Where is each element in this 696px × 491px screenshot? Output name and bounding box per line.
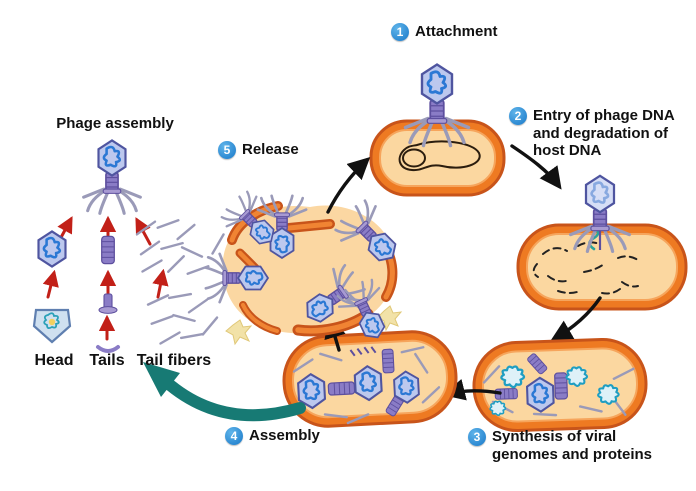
step-4-text: Assembly bbox=[249, 427, 320, 444]
cycle-arrow-1-2 bbox=[510, 144, 562, 190]
tail-fiber-bundle-upper bbox=[135, 219, 225, 275]
step-3-badge: 3 bbox=[468, 428, 486, 446]
step-label-entry: 2 Entry of phage DNA and degradation of … bbox=[509, 107, 685, 160]
step-2-text: Entry of phage DNA and degradation of ho… bbox=[533, 107, 675, 160]
complete-phage bbox=[84, 140, 141, 213]
lysis-splats bbox=[225, 305, 403, 346]
step-label-assembly: 4 Assembly bbox=[225, 427, 320, 445]
degraded-host-dna bbox=[532, 241, 639, 295]
phage-assembly-title: Phage assembly bbox=[56, 115, 174, 132]
tail-component bbox=[101, 235, 115, 265]
cycle-arrow-5-1 bbox=[326, 156, 371, 214]
step-1-text: Attachment bbox=[415, 23, 498, 40]
part-label-tails: Tails bbox=[89, 352, 125, 369]
phage-assembly-panel-art bbox=[32, 140, 225, 353]
host-cell-entry bbox=[516, 223, 688, 311]
head-component bbox=[37, 230, 67, 268]
head-precursor bbox=[32, 308, 72, 344]
step-5-text: Release bbox=[242, 141, 299, 158]
step-1-badge: 1 bbox=[391, 23, 409, 41]
part-label-head: Head bbox=[34, 352, 74, 369]
step-label-synthesis: 3 Synthesis of viral genomes and protein… bbox=[468, 428, 660, 463]
step-label-release: 5 Release bbox=[218, 141, 299, 159]
assembling-phages bbox=[292, 346, 441, 425]
step-2-badge: 2 bbox=[509, 107, 527, 125]
step-4-badge: 4 bbox=[225, 427, 243, 445]
host-cell-synthesis bbox=[472, 337, 648, 433]
cycle-arrow-2-3 bbox=[550, 296, 602, 342]
assembly-feed-arrow bbox=[143, 362, 306, 422]
tail-fiber-bundle-lower bbox=[146, 292, 219, 345]
tail-precursor bbox=[96, 293, 120, 353]
host-cell-assembly bbox=[282, 330, 458, 428]
part-label-tail-fibers: Tail fibers bbox=[136, 352, 212, 369]
step-label-attachment: 1 Attachment bbox=[391, 23, 498, 41]
host-dna-loop bbox=[398, 140, 481, 172]
step-3-text: Synthesis of viral genomes and proteins bbox=[492, 428, 653, 463]
step-5-badge: 5 bbox=[218, 141, 236, 159]
lysed-cell-release bbox=[206, 188, 410, 347]
host-cell-attachment bbox=[369, 119, 506, 197]
